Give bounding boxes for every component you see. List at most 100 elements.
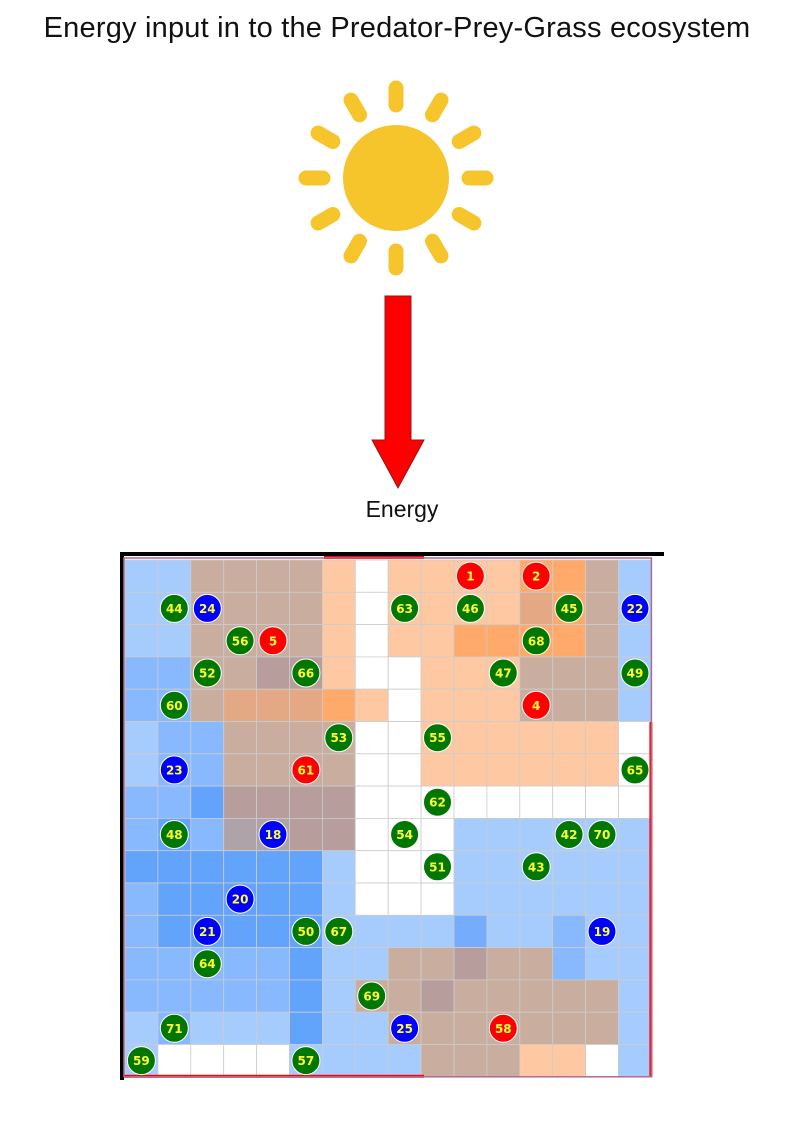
grass-agent-marker [423,723,452,753]
agent-id-label: 58 [495,1022,512,1036]
grid-cell [321,882,356,916]
grid-cell [256,591,290,625]
sun-ray [451,207,482,231]
grid-cell [552,947,587,981]
grid-cell [519,1011,554,1045]
grid-cell [124,721,159,755]
grid-cell [190,1044,225,1078]
agent-id-label: 48 [166,828,183,842]
grid-cell [486,688,521,722]
sun-ray [310,125,341,149]
grass-agent: 66 [291,658,321,688]
agent-id-label: 5 [269,634,277,648]
prey-agent: 22 [620,593,650,623]
grid-cell [552,850,587,884]
grid-cell [618,882,652,916]
sun-ray [310,207,341,231]
grid-cell [223,785,257,819]
sun-disc [343,125,449,231]
grass-agent-marker [225,626,255,656]
agent-id-label: 69 [363,990,380,1004]
grass-agent: 54 [390,820,420,849]
agent-id-label: 24 [199,602,216,616]
grid-cell [618,721,652,755]
grid-cell [190,850,225,884]
grid-cell [552,979,587,1013]
grass-agent: 69 [357,981,387,1011]
grid-cell [453,979,488,1013]
prey-agent-marker [225,884,255,914]
grid-cell [223,753,257,787]
predator-agent: 2 [521,561,551,591]
grid-cell [420,656,455,690]
grid-cell [585,753,619,787]
grid-outline [123,557,653,1078]
agent-id-label: 54 [396,828,413,842]
grid-cell [223,817,257,852]
prey-agent-marker [192,916,222,946]
grid-cell [453,753,488,787]
grid-cell [124,656,159,690]
grass-agent-marker [554,820,584,849]
predator-agent: 5 [258,626,288,656]
grid-cell [618,1011,652,1045]
agent-id-label: 45 [561,602,578,616]
grid-cell [321,656,356,690]
grid-cell [124,914,159,948]
grass-agent-marker [423,787,452,817]
agent-id-label: 53 [330,731,347,745]
grid-cell [321,850,356,884]
grid-cell [387,1044,422,1078]
predator-agent: 4 [521,690,551,720]
grass-agent-marker [291,1046,321,1076]
grid-cell [157,559,192,593]
prey-agent-marker [587,916,617,946]
grid-cell [519,785,554,819]
grid-cell [321,817,356,852]
grid-cell [519,656,554,690]
grid-cell [519,591,554,625]
agent-id-label: 63 [396,602,413,616]
grid-cell [420,817,455,852]
grass-agent-marker [455,593,485,623]
predator-agent: 61 [291,755,321,785]
grid-cell [486,753,521,787]
grid-cell [223,914,257,948]
grid-cell [420,1011,455,1045]
grass-agent: 49 [620,658,650,688]
grid-cell [190,882,225,916]
grid-cell [387,753,422,787]
agent-id-label: 43 [528,860,545,874]
grid-cell [157,1044,192,1078]
grid-cell [453,850,488,884]
grid-cell [157,914,192,948]
grid-cell [453,656,488,690]
grass-agent: 48 [159,820,189,849]
arrow-down-icon [368,294,428,497]
grid-cell [519,1044,554,1078]
grid-cell [124,1011,159,1045]
grid-cell [453,785,488,819]
energy-label: Energy [365,496,439,522]
grid-cell [190,1011,225,1045]
grid-cell [256,1044,290,1078]
grid-cell [552,785,587,819]
grid-cell [256,656,290,690]
grid-cell [552,1011,587,1045]
grass-agent: 44 [159,593,189,623]
grid-cell [321,688,356,722]
grass-agent-marker [192,949,222,979]
grid-cell [354,914,389,948]
grid-cell [289,817,323,852]
agent-id-label: 44 [166,602,183,616]
agent-id-label: 70 [594,828,611,842]
prey-agent-marker [159,755,189,785]
grid-cell [289,624,323,658]
grid-cell [157,947,192,981]
grid-cell [321,785,356,819]
grid-cell [354,624,389,658]
grass-agent-marker [324,723,354,753]
grid-cell [223,1011,257,1045]
grid-cell [354,688,389,722]
grid-cell [552,1044,587,1078]
